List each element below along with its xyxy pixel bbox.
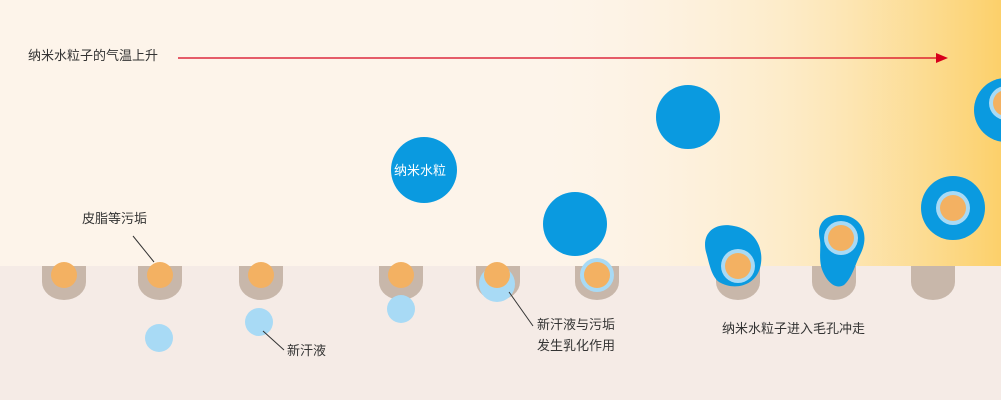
pore [911, 266, 955, 300]
temperature-rise-label: 纳米水粒子的气温上升 [28, 49, 159, 64]
leader-line [132, 235, 155, 263]
nano-particle-label: 纳米水粒 [394, 164, 447, 179]
leader-line [262, 330, 285, 351]
sebum-dot [828, 225, 854, 251]
sebum-dot [584, 262, 610, 288]
sebum-dot [147, 262, 173, 288]
sebum-dot [388, 262, 414, 288]
nano-water-particle [391, 137, 457, 203]
sebum-dot [248, 262, 274, 288]
sebum-dot [993, 91, 1001, 115]
nano-water-particle [543, 192, 607, 256]
nano-water-particle [656, 85, 720, 149]
sweat-drop [245, 308, 273, 336]
emulsification-label-line2: 发生乳化作用 [537, 338, 616, 354]
leader-line [508, 291, 534, 327]
sebum-dot [940, 195, 966, 221]
sebum-dot [51, 262, 77, 288]
sebum-label: 皮脂等污垢 [82, 212, 148, 227]
new-sweat-label: 新汗液 [287, 344, 327, 359]
sebum-dot [725, 253, 751, 279]
temperature-arrow-head [936, 53, 948, 63]
emulsification-label: 新汗液与污垢 发生乳化作用 [537, 316, 615, 358]
sweat-drop [387, 295, 415, 323]
sweat-drop [145, 324, 173, 352]
emulsification-label-line1: 新汗液与污垢 [537, 318, 616, 333]
sebum-dot [484, 262, 510, 288]
flush-label: 纳米水粒子进入毛孔冲走 [722, 322, 866, 337]
